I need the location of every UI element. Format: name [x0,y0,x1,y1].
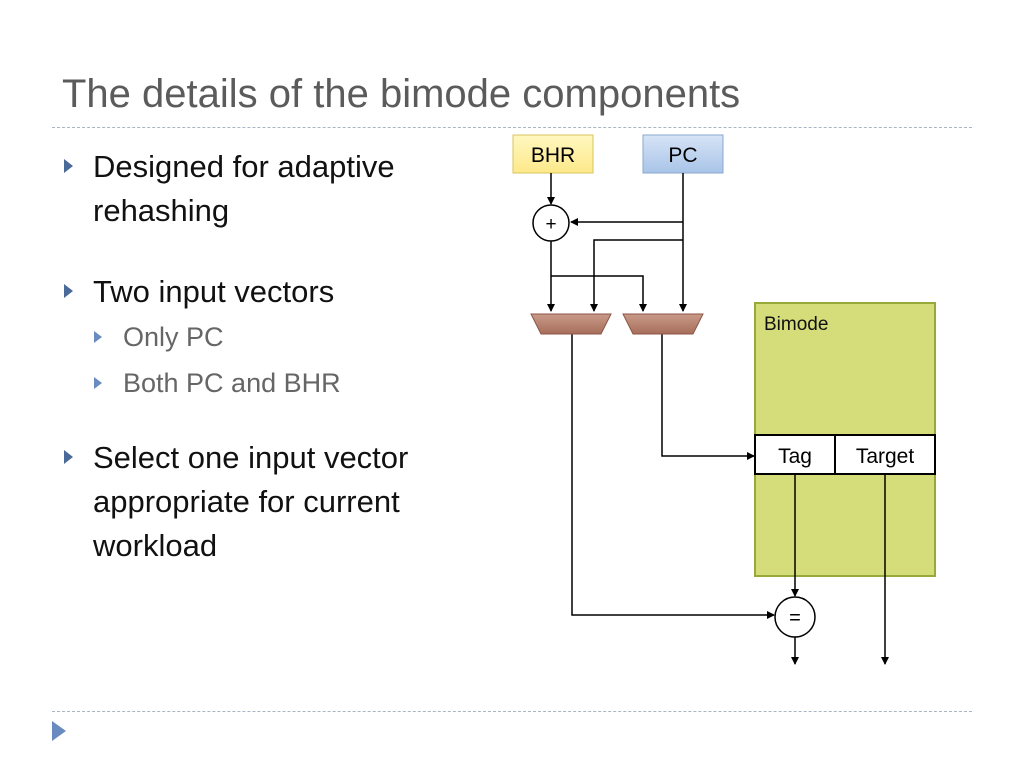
wire-pc-to-mux1 [590,239,683,312]
pc-label: PC [668,144,697,167]
sub-bullet-only-pc: Only PC [62,314,482,360]
title-divider [52,127,972,128]
bullet-list: Designed for adaptive rehashing Two inpu… [62,145,482,568]
adder-symbol: + [545,214,556,235]
bullet-line: workload [93,528,218,563]
sub-bullet-pc-and-bhr: Both PC and BHR [62,360,482,406]
bullet-line: Designed for adaptive [93,149,395,184]
target-label: Target [856,445,915,468]
next-slide-arrow-icon[interactable] [52,721,66,741]
bullet-two-inputs: Two input vectors [62,270,482,314]
wire-mux1-to-compare [571,334,775,619]
bhr-label: BHR [531,144,575,167]
bhr-register [512,134,594,174]
footer-divider [52,711,972,712]
bullet-line: rehashing [93,193,230,228]
bullet-line: Select one input vector [93,440,409,475]
slide-title: The details of the bimode components [62,72,741,116]
bullet-adaptive-rehashing: Designed for adaptive rehashing [62,145,482,233]
mux-right [622,313,704,335]
tag-label: Tag [778,445,812,468]
wire-mux2-to-table [661,334,755,460]
bullet-select-input: Select one input vector appropriate for … [62,436,482,568]
compare-symbol: = [789,607,801,629]
tag-field [754,434,836,475]
target-field [834,434,936,475]
bullet-line: appropriate for current [93,484,400,519]
compare-node [774,596,816,638]
adder-node [532,204,570,242]
mux-left [530,313,612,335]
bimode-label: Bimode [764,314,828,335]
wire-adder-to-mux2 [551,275,647,312]
